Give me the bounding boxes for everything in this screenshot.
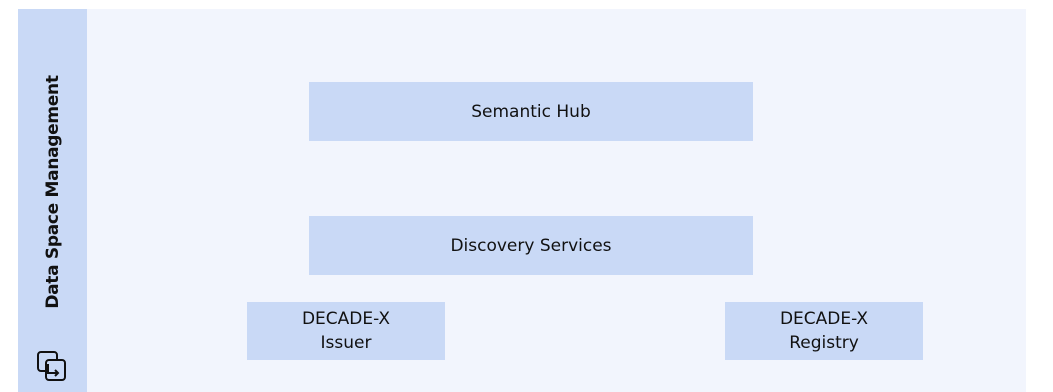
issuer-label-line2: Issuer bbox=[320, 333, 372, 353]
sidebar bbox=[18, 9, 87, 392]
sidebar-title: Data Space Management bbox=[43, 75, 63, 309]
registry-label-line2: Registry bbox=[789, 333, 859, 353]
registry-label-line1: DECADE-X bbox=[779, 309, 869, 329]
decade-x-issuer-box: DECADE-X Issuer bbox=[247, 302, 445, 360]
semantic-hub-box: Semantic Hub bbox=[309, 82, 753, 141]
discovery-services-box: Discovery Services bbox=[309, 216, 753, 275]
transfer-window-icon bbox=[37, 351, 66, 381]
issuer-label-line1: DECADE-X bbox=[301, 309, 391, 329]
decade-x-registry-box: DECADE-X Registry bbox=[725, 302, 923, 360]
